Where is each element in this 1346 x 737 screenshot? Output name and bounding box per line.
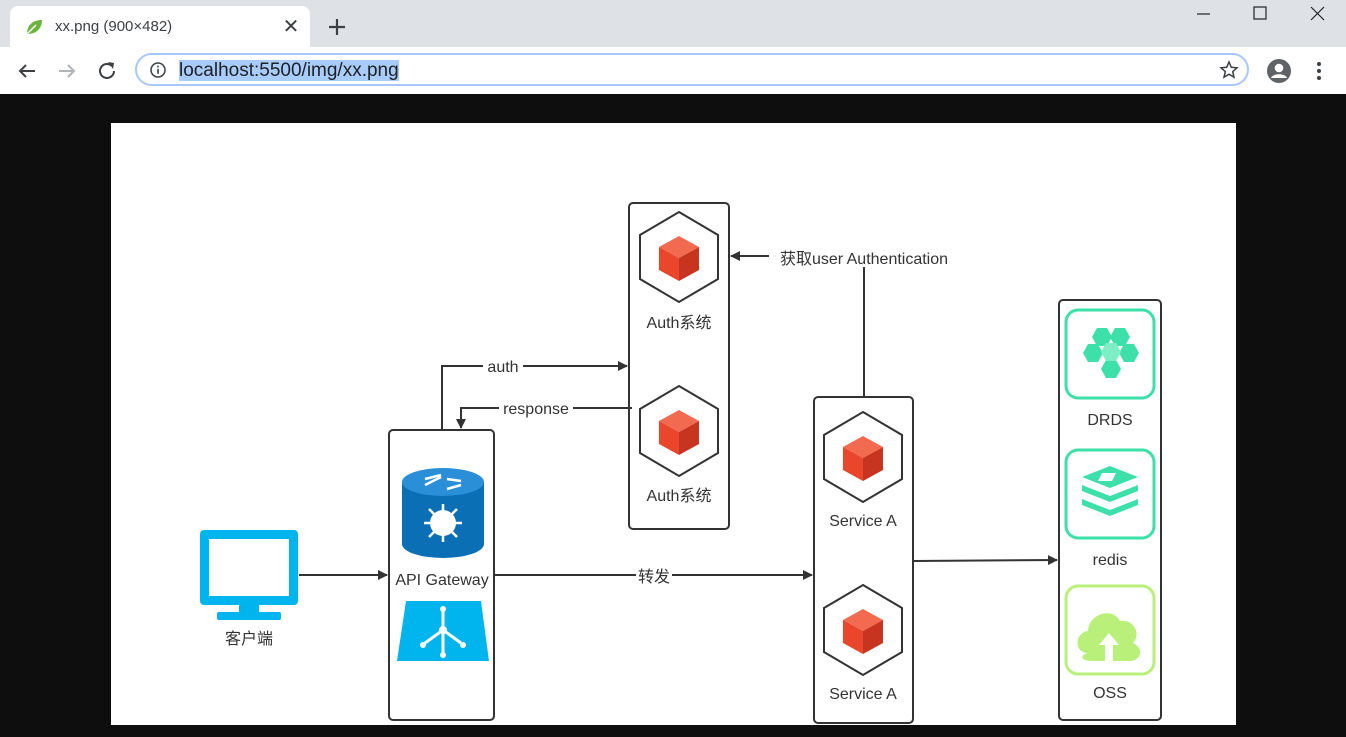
response-edge-label: response: [503, 401, 569, 418]
close-icon[interactable]: ✕: [282, 14, 300, 38]
architecture-diagram: auth response 获取user Authentication 转发 客…: [200, 202, 1162, 724]
auth-system-box: [628, 202, 730, 530]
monitor-icon: [200, 530, 298, 620]
architecture-diagram-image: auth response 获取user Authentication 转发 客…: [111, 123, 1236, 725]
auth-edge-label: auth: [487, 359, 518, 376]
cube-icon: [639, 385, 719, 477]
back-arrow-icon[interactable]: [13, 57, 41, 85]
auth-arrow: [441, 361, 628, 430]
oss-icon: [1064, 584, 1156, 676]
cube-icon: [823, 411, 903, 503]
auth-top-label: Auth系统: [647, 314, 712, 332]
api-gateway-label: API Gateway: [395, 572, 488, 589]
drds-label: DRDS: [1087, 412, 1132, 429]
info-icon[interactable]: [149, 61, 167, 79]
router-icon: [402, 468, 484, 558]
image-viewport: auth response 获取user Authentication 转发 客…: [0, 94, 1346, 737]
url-text[interactable]: localhost:5500/img/xx.png: [179, 60, 399, 81]
leaf-favicon-icon: [26, 20, 42, 35]
plus-icon[interactable]: [324, 14, 350, 40]
cube-icon: [823, 584, 903, 676]
star-icon[interactable]: [1219, 60, 1239, 80]
tab-strip: xx.png (900×482) ✕: [0, 0, 1346, 47]
service-bottom-label: Service A: [829, 686, 897, 703]
browser-toolbar: localhost:5500/img/xx.png: [0, 47, 1346, 94]
forward-edge-label: 转发: [638, 568, 670, 586]
forward-arrow-icon[interactable]: [53, 57, 81, 85]
close-window-icon[interactable]: [1288, 0, 1346, 30]
reload-icon[interactable]: [93, 57, 121, 85]
service-top-label: Service A: [829, 513, 897, 530]
account-icon[interactable]: [1265, 57, 1293, 85]
client-label: 客户端: [225, 630, 273, 648]
storage-box: [1058, 299, 1162, 721]
service-to-storage-arrow: [912, 555, 1058, 566]
fetch-auth-edge-label: 获取user Authentication: [780, 250, 948, 268]
oss-label: OSS: [1093, 685, 1127, 702]
load-balancer-icon: [397, 601, 489, 661]
minimize-icon[interactable]: [1174, 0, 1232, 30]
tab-title: xx.png (900×482): [55, 18, 173, 35]
response-arrow: [456, 407, 632, 429]
address-bar[interactable]: localhost:5500/img/xx.png: [135, 53, 1249, 86]
fetch-auth-arrow: [730, 251, 865, 397]
browser-tab[interactable]: xx.png (900×482) ✕: [10, 6, 310, 47]
maximize-icon[interactable]: [1231, 0, 1289, 30]
cube-icon: [639, 211, 719, 303]
kebab-menu-icon[interactable]: [1306, 57, 1332, 85]
redis-label: redis: [1093, 552, 1128, 569]
drds-icon: [1064, 308, 1156, 400]
auth-bottom-label: Auth系统: [647, 487, 712, 505]
redis-icon: [1064, 448, 1156, 540]
